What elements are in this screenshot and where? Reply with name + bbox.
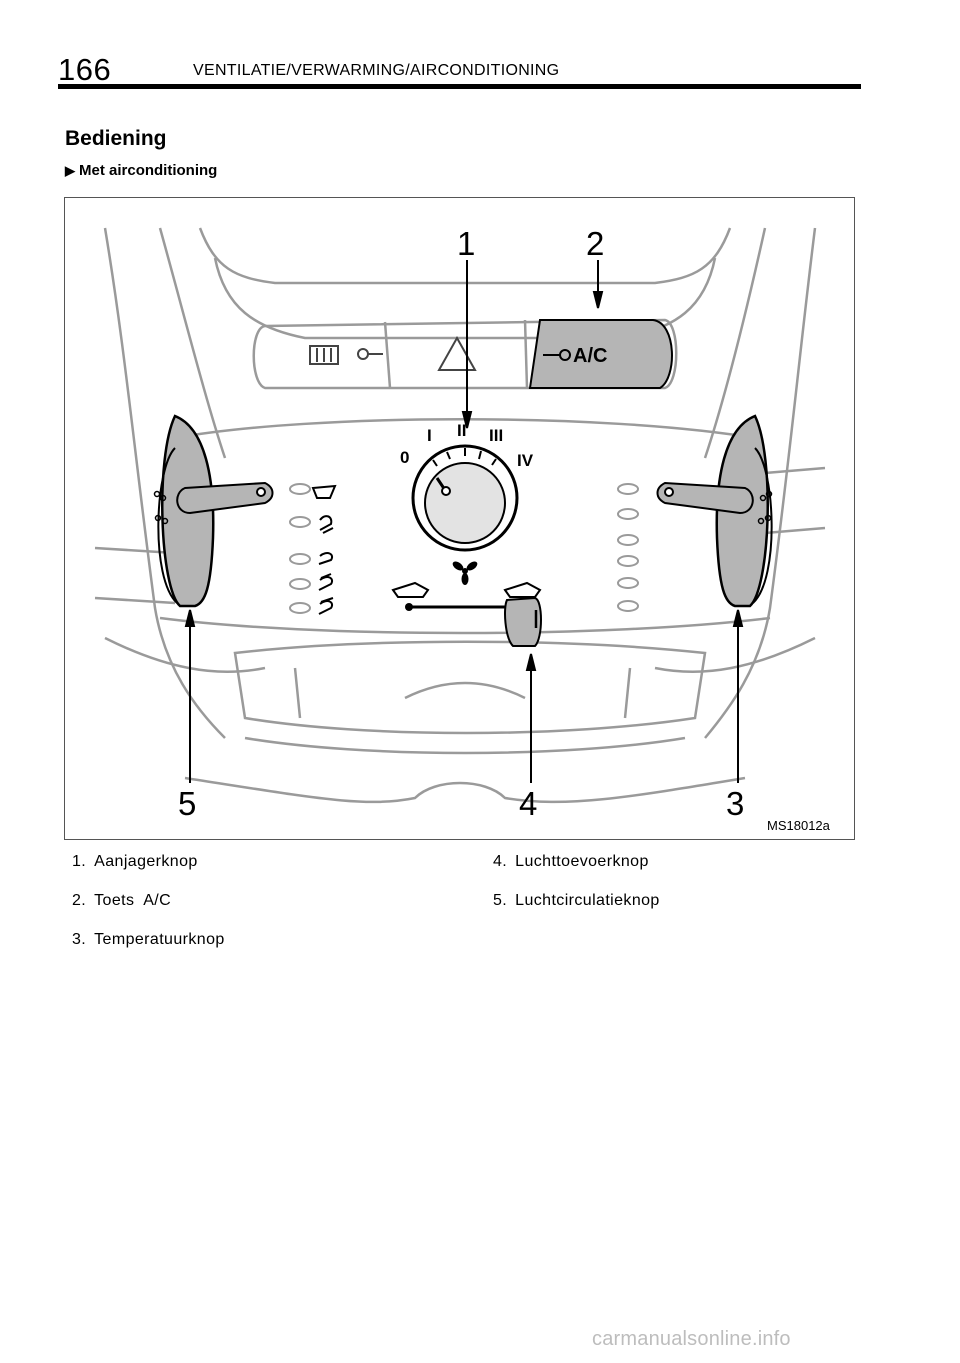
- recirculation-knob: [153, 414, 274, 608]
- ac-button-label: A/C: [573, 345, 607, 367]
- legend-item-1: 1.Aanjagerknop: [72, 853, 198, 870]
- callout-3: 3: [726, 785, 744, 822]
- fan-mark-3: III: [489, 426, 503, 445]
- subsection-heading: ▶ Met airconditioning: [65, 162, 217, 179]
- control-panel-illustration: A/C 0 I II III IV: [64, 197, 855, 840]
- fan-icon: [452, 561, 478, 585]
- triangle-bullet-icon: ▶: [65, 163, 75, 178]
- legend-item-5: 5.Luchtcirculatieknop: [493, 892, 660, 909]
- air-intake-lever: [391, 581, 542, 647]
- subsection-title: Met airconditioning: [79, 162, 218, 179]
- hazard-icon: [437, 335, 477, 371]
- rear-defrost-icon: [309, 345, 383, 365]
- airflow-mode-icons: [311, 484, 337, 615]
- callout-1: 1: [457, 225, 475, 262]
- header-rule: [58, 84, 861, 89]
- watermark: carmanualsonline.info: [592, 1328, 791, 1350]
- callout-5: 5: [178, 785, 196, 822]
- fan-speed-knob: [411, 444, 519, 552]
- fan-mark-4: IV: [517, 451, 534, 470]
- callout-4: 4: [519, 785, 537, 822]
- callout-2: 2: [586, 225, 604, 262]
- fan-mark-1: I: [427, 426, 432, 445]
- temperature-knob: [656, 414, 773, 608]
- legend-item-3: 3.Temperatuurknop: [72, 931, 225, 948]
- fan-mark-0: 0: [400, 448, 409, 467]
- legend-item-2: 2.Toets A/C: [72, 892, 172, 909]
- figure-code: MS18012a: [767, 818, 831, 833]
- section-title: Bediening: [65, 127, 167, 150]
- page-number: 166: [58, 52, 112, 87]
- fan-mark-2: II: [457, 421, 466, 440]
- legend-item-4: 4.Luchttoevoerknop: [493, 853, 649, 870]
- chapter-title: VENTILATIE/VERWARMING/AIRCONDITIONING: [193, 62, 560, 79]
